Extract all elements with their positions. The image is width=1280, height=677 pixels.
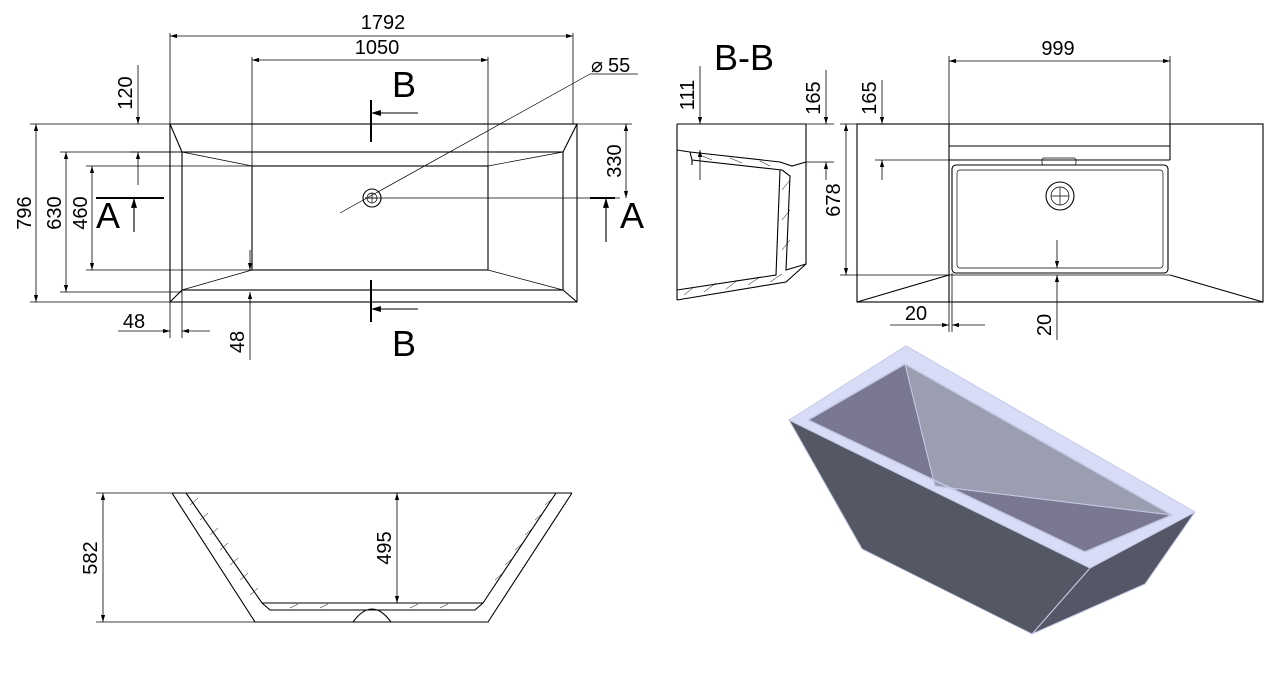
side-section-view [96, 492, 573, 623]
section-b-top-label: B [392, 64, 416, 105]
top-view [30, 33, 638, 360]
dim-end-offset-bottom: 20 [1034, 314, 1056, 336]
dim-rim-bottom: 48 [227, 331, 249, 353]
dim-rim-left: 48 [123, 311, 145, 333]
tub-outline [169, 123, 578, 303]
dim-bb-right-rim: 165 [803, 81, 825, 114]
dim-drain-offset: 330 [604, 144, 626, 177]
dim-bb-left-rim: 111 [677, 80, 699, 110]
dim-width-mid: 630 [44, 196, 66, 229]
section-bb-title: B-B [714, 37, 774, 78]
end-view [840, 56, 1264, 340]
section-a-left-label: A [96, 195, 120, 236]
dim-inner-width: 460 [70, 196, 92, 229]
dim-inner-length: 1050 [355, 37, 400, 59]
tub-rim-inner [181, 151, 564, 291]
dim-rim-offset: 120 [115, 76, 137, 109]
section-a-right-label: A [620, 195, 644, 236]
dim-end-offset-left: 20 [905, 303, 927, 325]
dim-end-rim: 165 [859, 81, 881, 114]
section-b-bottom-label: B [392, 323, 416, 364]
dim-length: 1792 [361, 12, 406, 34]
dim-inner-depth: 495 [374, 531, 396, 564]
tub-basin-floor [251, 165, 489, 271]
labels: 1792 1050 ⌀ 55 120 796 630 460 330 48 48… [14, 12, 1075, 575]
dim-end-height: 678 [823, 183, 845, 216]
dim-drain-diameter: 55 [608, 55, 630, 77]
diameter-symbol: ⌀ [591, 55, 603, 77]
end-view-drain-icon [1045, 181, 1075, 211]
dim-total-height: 582 [80, 541, 102, 574]
tub-3d-render [787, 345, 1197, 635]
dim-end-width: 999 [1041, 38, 1074, 60]
dim-width: 796 [14, 196, 36, 229]
end-view-outline [856, 123, 1264, 303]
section-bb-view [676, 66, 834, 301]
